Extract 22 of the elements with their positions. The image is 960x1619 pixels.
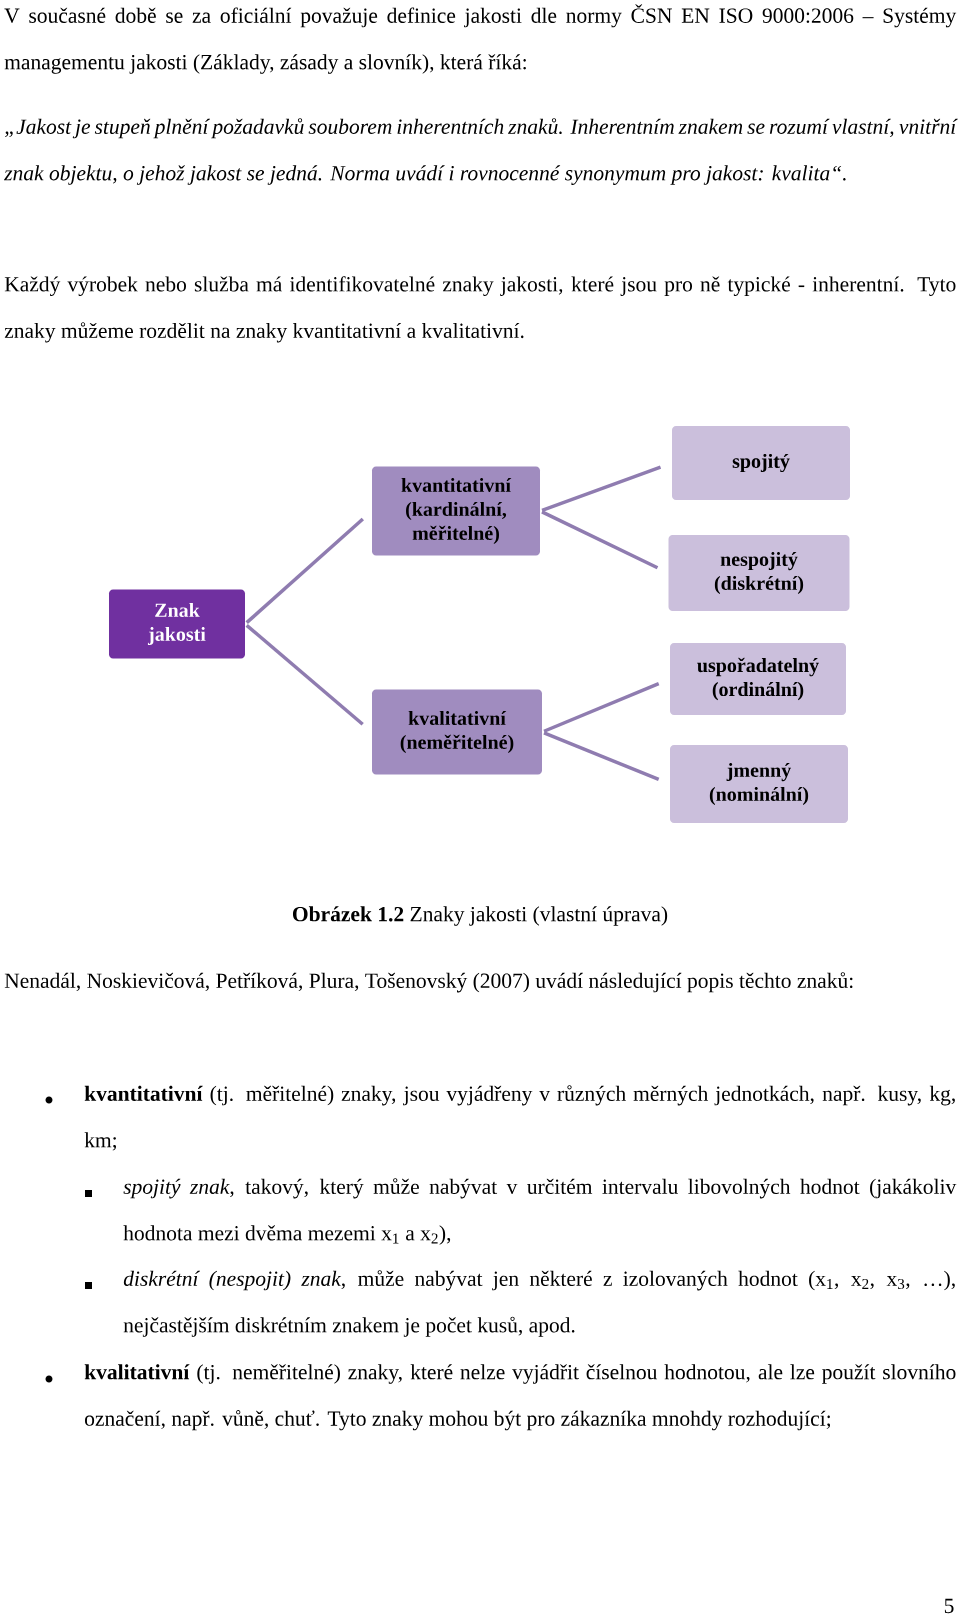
root-box: Znak jakosti [109,589,245,659]
page-number: 5 [944,1598,954,1614]
paragraph: diskrétní (nespojit) znak, může nabývat jen některé z izolovaných hodnot (x$_{1}$, x$_{2}$, x$_{3}$, …), nejčastějším diskrétním znakem je počet kusů, apod. [123,1270,955,1337]
category-box: kvantitativní (kardinální, měřitelné) [372,466,540,556]
category-box: kvalitativní (neměřitelné) [372,689,542,775]
connector-line [543,731,660,782]
paragraph: Nenadál, Noskievičová, Petříková, Plura, Tošenovský (2007) uvádí následující popis těchto znaků: [4,972,853,993]
connector-line [245,517,364,624]
paragraph: Každý výrobek nebo služba má identifikovatelné znaky jakosti, které jsou pro ně typické - inherentní. Tyto znaky můžeme rozdělit na znaky kvantitativní a kvalitativní. [4,276,956,343]
category-box: nespojitý (diskrétní) [668,535,850,611]
figure-caption: Obrázek 1.2 Znaky jakosti (vlastní úprava) [292,906,668,926]
paragraph: kvantitativní (tj. měřitelné) znaky, jsou vyjádřeny v různých měrných jednotkách, např. kusy, kg, km; [84,1085,955,1151]
connector-line [543,682,660,733]
category-box: spojitý [672,426,850,500]
paragraph: kvalitativní (tj. neměřitelné) znaky, které nelze vyjádřit číselnou hodnotou, ale lze použít slovního označení, např. vůně, chuť. Tyto znaky mohou být pro zákazníka mnohdy rozhodující; [84,1364,956,1431]
category-box: uspořadatelný (ordinální) [670,643,846,715]
paragraph: „Jakost je stupeň plnění požadavků souborem inherentních znaků. Inherentním znakem se rozumí vlastní, vnitřní znak objektu, o jehož jakost se jedná. Norma uvádí i rovnocenné synonymum pro jakost: kvalita“. [3,118,958,185]
connector-line [541,510,659,570]
category-box: jmenný (nominální) [670,745,848,823]
connector-line [541,465,662,512]
connector-line [245,623,364,726]
paragraph: V současné době se za oficiální považuje definice jakosti dle normy ČSN EN ISO 9000:2006 – Systémy managementu jakosti (Základy, zásady a slovník), která říká: [4,4,957,74]
